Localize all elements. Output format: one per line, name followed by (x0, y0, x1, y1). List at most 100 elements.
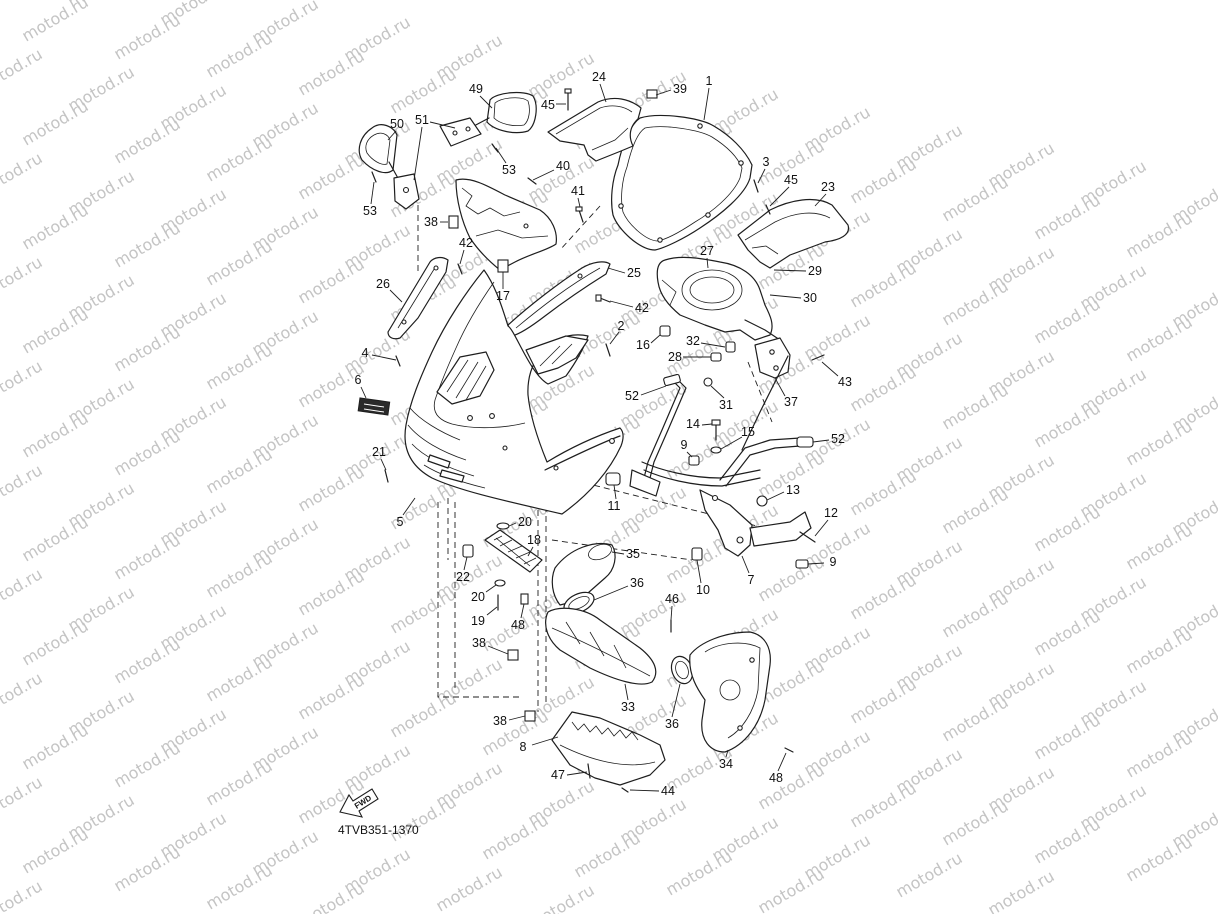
watermark-text: motod.ru (0, 44, 46, 97)
dashed-line (551, 539, 693, 561)
callout-29: 29 (808, 264, 822, 278)
emblem-lettering (363, 403, 385, 413)
screw (811, 354, 825, 361)
leader-line (774, 377, 786, 397)
windscreen-inner (621, 126, 743, 242)
leader-line (613, 484, 617, 500)
leader-line (701, 423, 713, 426)
air-intake-slot (427, 454, 451, 469)
callout-11: 11 (608, 499, 621, 513)
dashed-line (437, 502, 520, 698)
watermark-text: motod.ru (847, 674, 920, 727)
watermark-text: motod.ru (203, 548, 276, 601)
damper (796, 436, 814, 448)
watermark-text: motod.ru (1031, 398, 1104, 451)
leader-line (371, 354, 397, 361)
callout-41: 41 (571, 184, 585, 198)
callout-5: 5 (397, 515, 404, 529)
leader-line (700, 342, 726, 348)
callout-51: 51 (415, 113, 429, 127)
watermark-text: motod.ru (1031, 606, 1104, 659)
side-vent-hatch (539, 343, 573, 367)
watermark-text: motod.ru (1123, 208, 1196, 261)
callout-42: 42 (459, 236, 473, 250)
leader-line (531, 736, 559, 746)
callout-33: 33 (621, 700, 635, 714)
stay-tube (643, 381, 681, 479)
watermark-text: motod.ru (295, 254, 368, 307)
leader-line (741, 555, 750, 574)
stay-tube (741, 355, 789, 451)
watermark-text: motod.ru (939, 588, 1012, 641)
callout-37: 37 (784, 395, 798, 409)
upper-panel-detail (591, 127, 629, 151)
watermark-text: motod.ru (0, 564, 46, 617)
callout-48: 48 (511, 618, 525, 632)
callout-26: 26 (376, 277, 390, 291)
screw (605, 343, 611, 357)
cowling-outline (404, 269, 624, 515)
screw (784, 747, 794, 753)
watermark-text: motod.ru (755, 552, 828, 605)
callout-9: 9 (681, 438, 688, 452)
clip (507, 649, 519, 661)
leader-line (527, 546, 534, 557)
screw (578, 209, 584, 223)
callout-38: 38 (424, 215, 438, 229)
bolt (799, 531, 816, 543)
leader-line (769, 186, 790, 207)
side-panel-detail (515, 267, 601, 329)
stay-side-arm (749, 511, 812, 547)
screw (753, 179, 759, 193)
callout-42: 42 (635, 301, 649, 315)
duct-33-rib (565, 621, 627, 669)
watermark-text: motod.ru (387, 792, 460, 845)
leader-line (821, 361, 839, 377)
left-panel-outline (387, 256, 449, 340)
callout-15: 15 (741, 425, 755, 439)
right-panel-detail (751, 245, 779, 255)
leader-line (650, 334, 661, 344)
leader-line (495, 147, 507, 164)
leader-line (508, 715, 526, 721)
duct-35-outline (551, 542, 616, 606)
part-windscreen (611, 114, 753, 251)
watermark-text: motod.ru (295, 670, 368, 723)
leader-line (777, 752, 787, 772)
leader-line (710, 385, 725, 399)
leader-line (487, 645, 509, 655)
callout-2: 2 (618, 319, 625, 333)
windscreen-hole (657, 237, 663, 243)
callout-52: 52 (625, 389, 639, 403)
watermark-text: motod.ru (19, 408, 92, 461)
leader-line (814, 519, 829, 537)
stay-tube (719, 437, 801, 481)
callout-31: 31 (719, 398, 733, 412)
left-panel-hole (401, 319, 407, 325)
watermark-text: motod.ru (1123, 728, 1196, 781)
leader-line (766, 491, 785, 501)
leader-line (671, 683, 681, 718)
screw (599, 297, 611, 303)
leader-line (720, 436, 743, 450)
leader-line (593, 585, 629, 601)
bracket-plate (754, 337, 791, 379)
stay-hole (736, 536, 744, 544)
part-right-inner-panel (737, 199, 850, 269)
watermark-text: motod.ru (525, 880, 598, 914)
leader-line (670, 605, 673, 621)
watermark-text: motod.ru (111, 426, 184, 479)
leader-line (486, 606, 498, 616)
callout-28: 28 (668, 350, 682, 364)
watermark-text: motod.ru (19, 0, 92, 45)
leader-line (686, 451, 693, 458)
watermark-text: motod.ru (1031, 190, 1104, 243)
watermark-text: motod.ru (19, 304, 92, 357)
callout-8: 8 (520, 740, 527, 754)
part-air-duct-upper (551, 542, 616, 615)
leader-line (655, 89, 672, 96)
callout-45: 45 (541, 98, 555, 112)
watermark-text: motod.ru (111, 738, 184, 791)
callout-24: 24 (592, 70, 606, 84)
